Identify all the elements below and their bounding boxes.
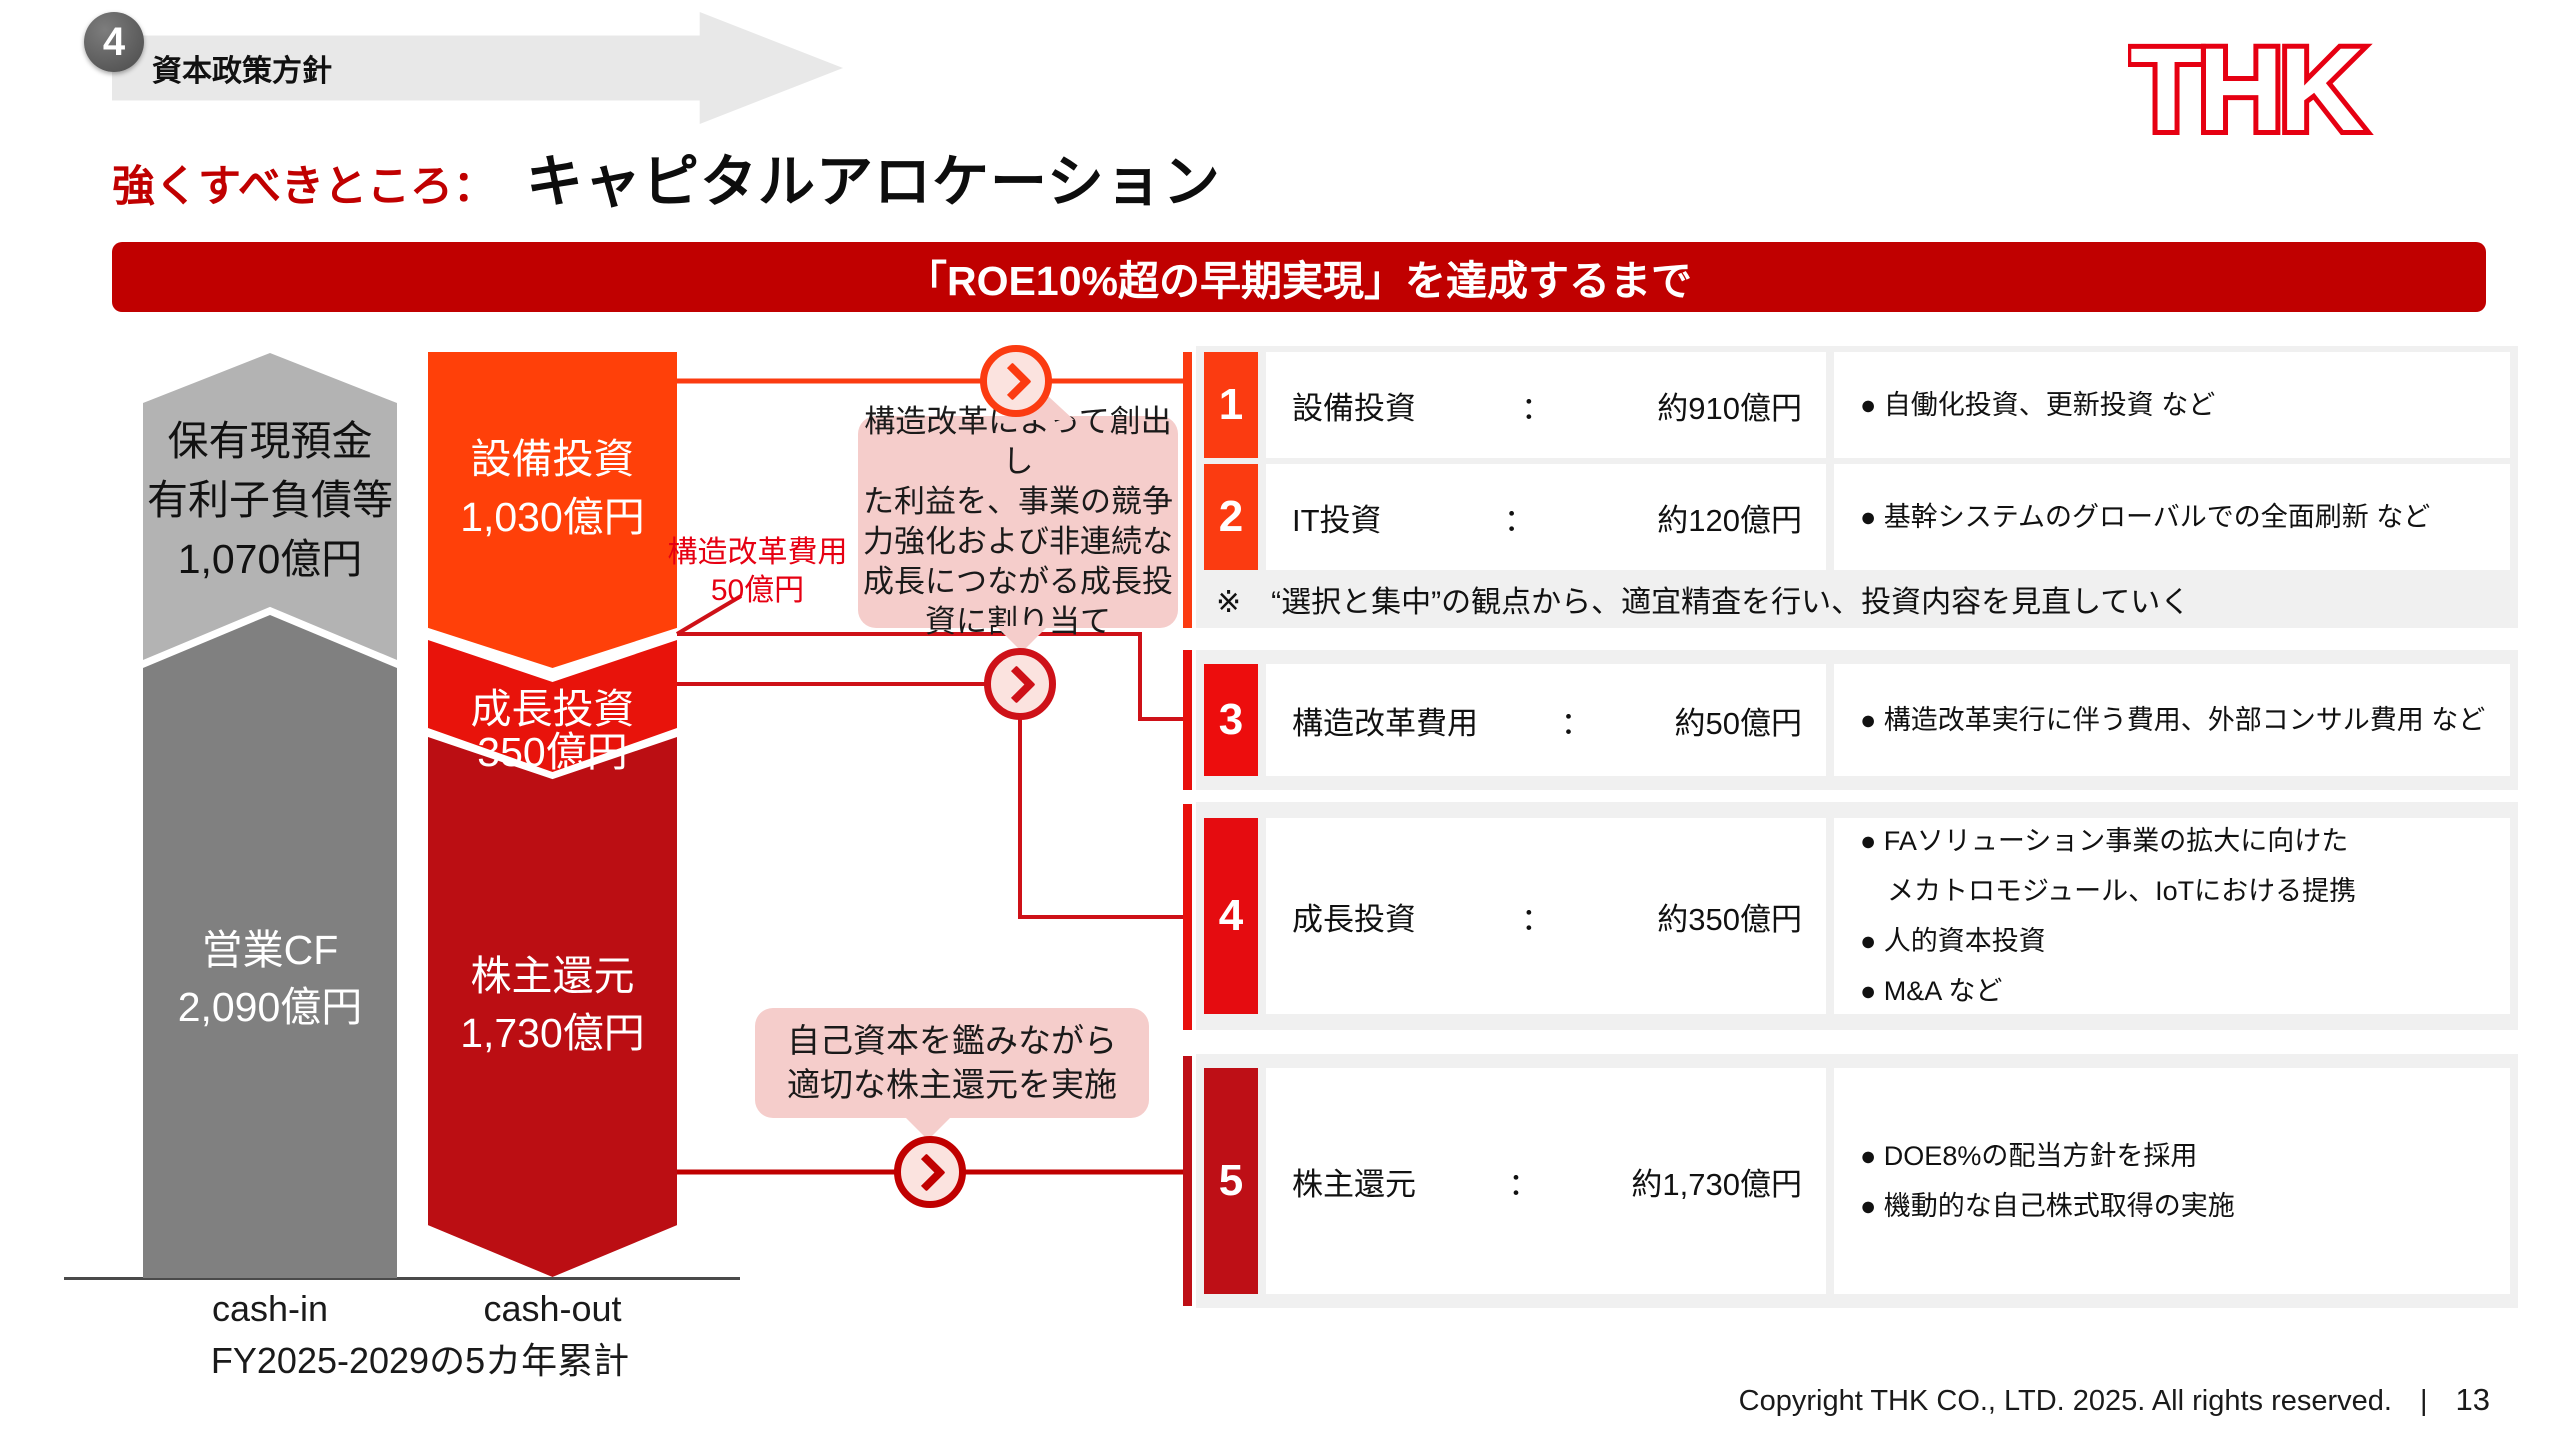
footer: Copyright THK CO., LTD. 2025. All rights… [1739,1382,2490,1418]
row-amount: 約910億円 [1657,390,1802,426]
thk-logo-text: THK [2130,24,2364,156]
bracket-growth [1183,804,1192,1030]
row-label-cell: IT投資 ： 約120億円 [1266,464,1826,570]
row-label: 構造改革費用 [1292,705,1478,741]
cashout-shareholder-label: 株主還元 1,730億円 [460,953,645,1056]
cashin-cash-debt-label: 保有現預金 有利子負債等 1,070億円 [147,418,393,582]
row-label-cell: 成長投資 ： 約350億円 [1266,818,1826,1014]
detail-line: メカトロモジュール、IoTにおける提携 [1860,876,2357,906]
title-row: 強くすべきところ： キャピタルアロケーション [112,136,1221,218]
cashin-axis-label: cash-in [211,1288,329,1329]
roe-goal-banner: 「ROE10%超の早期実現」を達成するまで [112,242,2486,312]
row-label-cell: 設備投資 ： 約910億円 [1266,352,1826,458]
cashout-capex-segment [428,352,677,668]
detail-line: ● FAソリューション事業の拡大に向けた [1860,826,2349,856]
panel-group-capex-it: 1 設備投資 ： 約910億円 ● 自働化投資、更新投資 など 2 IT投資 ：… [1196,346,2518,628]
row-detail-cell: ● 構造改革実行に伴う費用、外部コンサル費用 など [1834,664,2510,776]
callout-reallocation: 構造改革によって創出し た利益を、事業の競争 力強化および非連続な 成長につなが… [858,404,1178,639]
detail-line: ● 機動的な自己株式取得の実施 [1860,1191,2235,1221]
row-number-badge: 4 [1204,818,1258,1014]
bracket-capex-it [1183,352,1192,628]
table-row: 1 設備投資 ： 約910億円 ● 自働化投資、更新投資 など [1204,352,2510,458]
thk-logo: THK [2125,19,2500,163]
row-label: 成長投資 [1292,901,1416,937]
precision-note: ※ “選択と集中”の観点から、適宜精査を行い、投資内容を見直していく [1216,586,2191,619]
row-number-badge: 1 [1204,352,1258,458]
cashout-shareholder-segment [428,737,677,1277]
table-row: 4 成長投資 ： 約350億円 ● FAソリューション事業の拡大に向けた メカト… [1204,818,2510,1014]
section-number-badge: 4 [84,12,144,72]
reform-cost-label: 構造改革費用 50億円 [667,536,848,607]
callout-shareholder-tail [902,1114,954,1140]
row-colon: ： [1521,390,1553,426]
chevron-right-icon [992,361,1032,401]
cashout-growth-label: 成長投資 350億円 [470,686,635,775]
flow-circle-shareholder [894,1136,966,1208]
row-colon: ： [1508,1166,1540,1202]
row-detail-cell: ● DOE8%の配当方針を採用 ● 機動的な自己株式取得の実施 [1834,1068,2510,1294]
row-number-badge: 5 [1204,1068,1258,1294]
section-label: 資本政策方針 [152,55,332,88]
table-row: 2 IT投資 ： 約120億円 ● 基幹システムのグローバルでの全面刷新 など [1204,464,2510,570]
row-label: 設備投資 [1292,390,1416,426]
row-colon: ： [1521,901,1553,937]
row-label-cell: 株主還元 ： 約1,730億円 [1266,1068,1826,1294]
row-label-cell: 構造改革費用 ： 約50億円 [1266,664,1826,776]
detail-line: ● 自働化投資、更新投資 など [1860,390,2216,420]
copyright-text: Copyright THK CO., LTD. 2025. All rights… [1738,1385,2392,1417]
subtitle-prefix: 強くすべきところ： [112,163,496,211]
row-label: 株主還元 [1292,1166,1416,1202]
row-amount: 約1,730億円 [1631,1166,1802,1202]
detail-line: ● M&A など [1860,976,2003,1006]
period-axis-label: FY2025-2029の5カ年累計 [210,1340,630,1381]
footer-divider: | [2419,1385,2428,1417]
row-detail-cell: ● 自働化投資、更新投資 など [1834,352,2510,458]
flow-circle-growth [984,648,1056,720]
callout-tail-down [996,626,1048,652]
detail-line: ● 基幹システムのグローバルでの全面刷新 など [1860,502,2431,532]
callout-reallocation-text: 構造改革によって創出し た利益を、事業の競争 力強化および非連続な 成長につなが… [863,404,1173,639]
cashin-operating-cf-label: 営業CF 2,090億円 [177,927,363,1030]
row-amount: 約50億円 [1674,705,1802,741]
table-row: 5 株主還元 ： 約1,730億円 ● DOE8%の配当方針を採用 ● 機動的な… [1204,1068,2510,1294]
detail-line: ● 人的資本投資 [1860,926,2046,956]
row-amount: 約350億円 [1657,901,1802,937]
row-colon: ： [1560,705,1592,741]
page-number: 13 [2455,1382,2490,1417]
panel-group-growth: 4 成長投資 ： 約350億円 ● FAソリューション事業の拡大に向けた メカト… [1196,802,2518,1030]
row-colon: ： [1503,502,1535,538]
cashout-capex-label: 設備投資 1,030億円 [460,436,645,540]
panel-group-reform: 3 構造改革費用 ： 約50億円 ● 構造改革実行に伴う費用、外部コンサル費用 … [1196,650,2518,790]
row-label: IT投資 [1292,502,1382,538]
bracket-shareholder [1183,1056,1192,1306]
roe-goal-text: 「ROE10%超の早期実現」を達成するまで [906,258,1692,304]
cashin-operating-cf-segment [143,615,397,1278]
row-number-badge: 2 [1204,464,1258,570]
row-detail-cell: ● 基幹システムのグローバルでの全面刷新 など [1834,464,2510,570]
chevron-right-icon [906,1152,946,1192]
row-detail-cell: ● FAソリューション事業の拡大に向けた メカトロモジュール、IoTにおける提携… [1834,818,2510,1014]
panel-group-shareholder: 5 株主還元 ： 約1,730億円 ● DOE8%の配当方針を採用 ● 機動的な… [1196,1054,2518,1308]
chevron-right-icon [996,664,1036,704]
detail-line: ● 構造改革実行に伴う費用、外部コンサル費用 など [1860,705,2486,735]
row-number-badge: 3 [1204,664,1258,776]
cashout-axis-label: cash-out [483,1288,622,1329]
page-title: キャピタルアロケーション [526,150,1221,214]
callout-shareholder-text: 自己資本を鑑みながら 適切な株主還元を実施 [787,1022,1117,1103]
flow-circle-capex [980,345,1052,417]
row-amount: 約120億円 [1657,502,1802,538]
table-row: 3 構造改革費用 ： 約50億円 ● 構造改革実行に伴う費用、外部コンサル費用 … [1204,664,2510,776]
callout-shareholder: 自己資本を鑑みながら 適切な株主還元を実施 [755,1008,1149,1118]
axis-baseline [64,1277,740,1280]
bracket-reform [1183,650,1192,790]
detail-line: ● DOE8%の配当方針を採用 [1860,1141,2198,1171]
